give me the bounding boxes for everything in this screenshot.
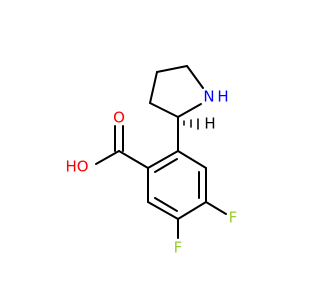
atom-label-h-stereo: H xyxy=(204,115,215,133)
bond-c2-c3 xyxy=(177,150,207,169)
bond-c1-c2 xyxy=(147,150,179,169)
atom-label-oh: HO xyxy=(65,158,88,176)
structure-svg: O HO N H H F F xyxy=(65,65,238,257)
atom-label-f-lower: F xyxy=(174,239,183,257)
bond-c4-c5 xyxy=(177,201,207,220)
bond-pyrrolidine-n-c2 xyxy=(177,103,202,118)
bond-carboxyl-c-oh xyxy=(95,150,120,165)
atom-label-n: N xyxy=(203,88,214,106)
bond-aromatic-inner-3 xyxy=(154,197,178,212)
bond-ring-to-carboxyl xyxy=(118,150,149,169)
bond-pyrrolidine-c4-c5 xyxy=(156,65,188,73)
bond-pyrrolidine-c3-c4 xyxy=(149,71,158,104)
bond-pyrrolidine-c2-c3 xyxy=(149,102,179,118)
bond-aromatic-inner-1 xyxy=(154,158,178,173)
bond-c3-f-upper xyxy=(205,201,227,215)
bond-pyrrolidine-c5-n xyxy=(186,65,204,89)
molecule-diagram: O HO N H H F F xyxy=(65,65,238,257)
atom-label-o-carbonyl: O xyxy=(113,109,125,127)
bond-c5-c6 xyxy=(147,201,179,220)
atom-label-h-on-n: H xyxy=(217,88,228,106)
atom-label-f-upper: F xyxy=(229,209,238,227)
